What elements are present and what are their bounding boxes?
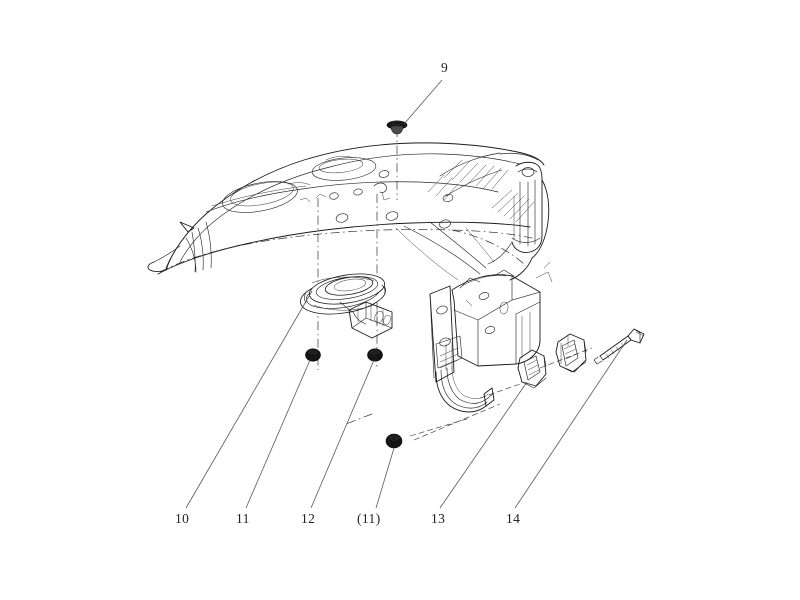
push-clip-left <box>305 348 321 362</box>
callout-label-9: 9 <box>441 60 448 75</box>
callout-label-12: 12 <box>301 511 315 526</box>
retainer-clip-mid <box>517 349 547 389</box>
oval-speaker-gasket <box>300 273 393 339</box>
support-bracket <box>429 261 553 413</box>
callout-label-10: 10 <box>175 511 189 526</box>
main-cowl-panel <box>147 142 550 281</box>
leader-lines <box>185 79 628 509</box>
push-clip-right <box>367 348 383 362</box>
retainer-clip-right <box>555 333 587 373</box>
bolt-stud-right <box>593 328 645 365</box>
callout-label-11-alt: (11) <box>357 511 381 526</box>
push-clip-lower <box>385 433 403 449</box>
callout-label-11: 11 <box>236 511 250 526</box>
push-pin-grommet-top <box>386 120 408 135</box>
callout-label-14: 14 <box>506 511 520 526</box>
callout-labels: 9 10 11 12 (11) 13 14 <box>175 60 520 526</box>
callout-label-13: 13 <box>431 511 445 526</box>
